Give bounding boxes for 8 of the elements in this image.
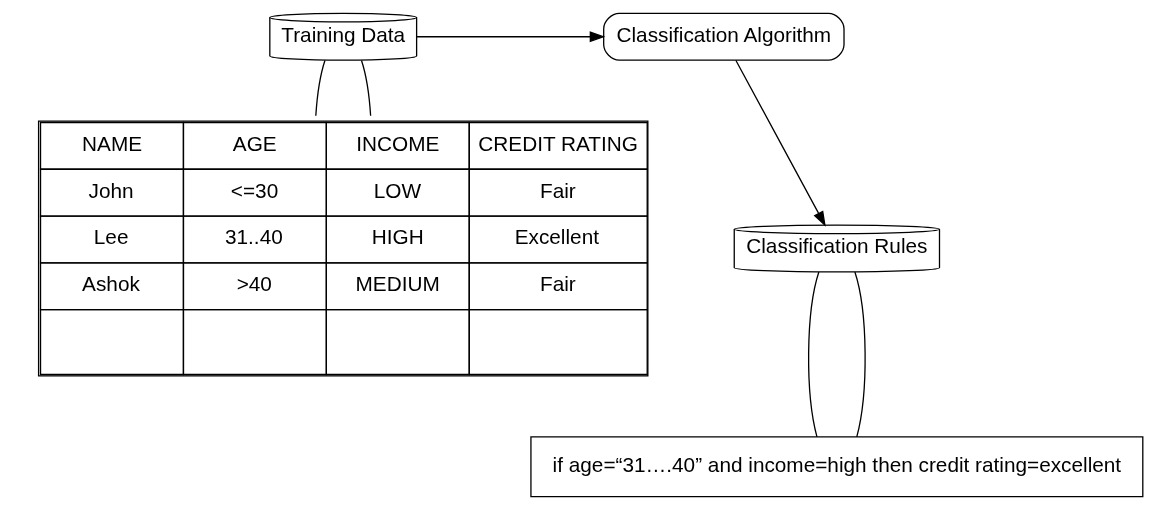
arrow	[416, 31, 606, 43]
arrow	[735, 59, 826, 227]
connector	[808, 271, 820, 438]
connector	[360, 59, 372, 117]
node-box: Classification Algorithm	[603, 12, 845, 61]
connector	[854, 271, 866, 438]
node-box: if age=“31….40” and income=high then credit rating=excellent	[530, 436, 1144, 498]
connector	[315, 59, 326, 117]
